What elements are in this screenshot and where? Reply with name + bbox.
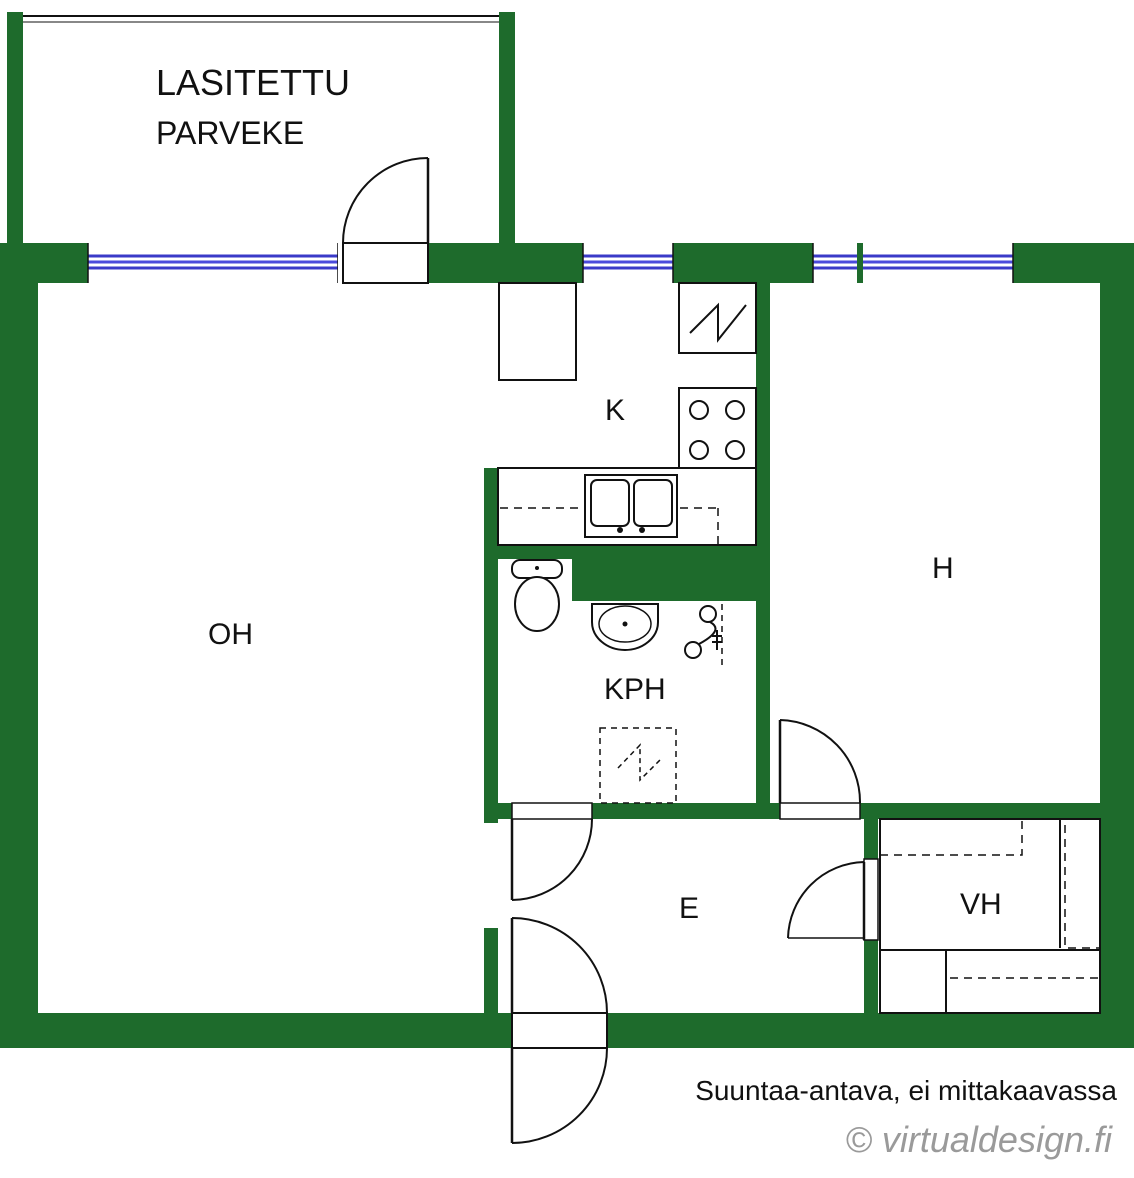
oven-symbol-icon — [689, 302, 747, 343]
shower-icon — [684, 605, 722, 659]
interior-walls — [484, 283, 1100, 1020]
window-bedroom — [812, 243, 1014, 283]
closet-label: VH — [960, 888, 1002, 921]
fridge — [498, 282, 577, 381]
copyright-text: © virtualdesign.fi — [845, 1119, 1113, 1160]
bedroom-door — [778, 719, 862, 820]
burner-icon — [725, 400, 745, 420]
kitchen-fixtures — [497, 282, 757, 546]
stove — [678, 387, 757, 469]
balcony-door — [338, 157, 430, 284]
scale-note: Suuntaa-antava, ei mittakaavassa — [695, 1075, 1117, 1106]
outer-walls — [0, 243, 1134, 1048]
windows — [87, 243, 1014, 283]
living-room-label: OH — [208, 618, 253, 651]
hall-label: E — [679, 892, 699, 925]
window-kitchen — [582, 243, 674, 283]
washbasin-icon — [591, 603, 659, 651]
closet-door — [787, 858, 879, 941]
entrance-door — [510, 917, 608, 1144]
bedroom-label: H — [932, 552, 954, 585]
balcony-wall-right — [499, 12, 515, 247]
toilet-icon — [511, 559, 563, 632]
balcony — [7, 12, 515, 247]
bathroom-fixtures — [511, 559, 723, 804]
balcony-label-line2: PARVEKE — [156, 115, 304, 151]
kitchen-label: K — [605, 394, 625, 427]
burner-icon — [689, 440, 709, 460]
wardrobe — [879, 818, 1101, 1014]
burner-icon — [725, 440, 745, 460]
closet-fixtures — [879, 818, 1101, 1014]
balcony-label-line1: LASITETTU — [156, 62, 350, 103]
burner-icon — [689, 400, 709, 420]
balcony-wall-left — [7, 12, 23, 247]
kitchen-sink — [584, 474, 678, 538]
window-living-room — [87, 243, 339, 283]
washing-machine-icon — [599, 727, 677, 804]
bathroom-door — [510, 802, 593, 901]
interior-doors — [510, 719, 879, 1144]
bathroom-label: KPH — [604, 673, 666, 706]
